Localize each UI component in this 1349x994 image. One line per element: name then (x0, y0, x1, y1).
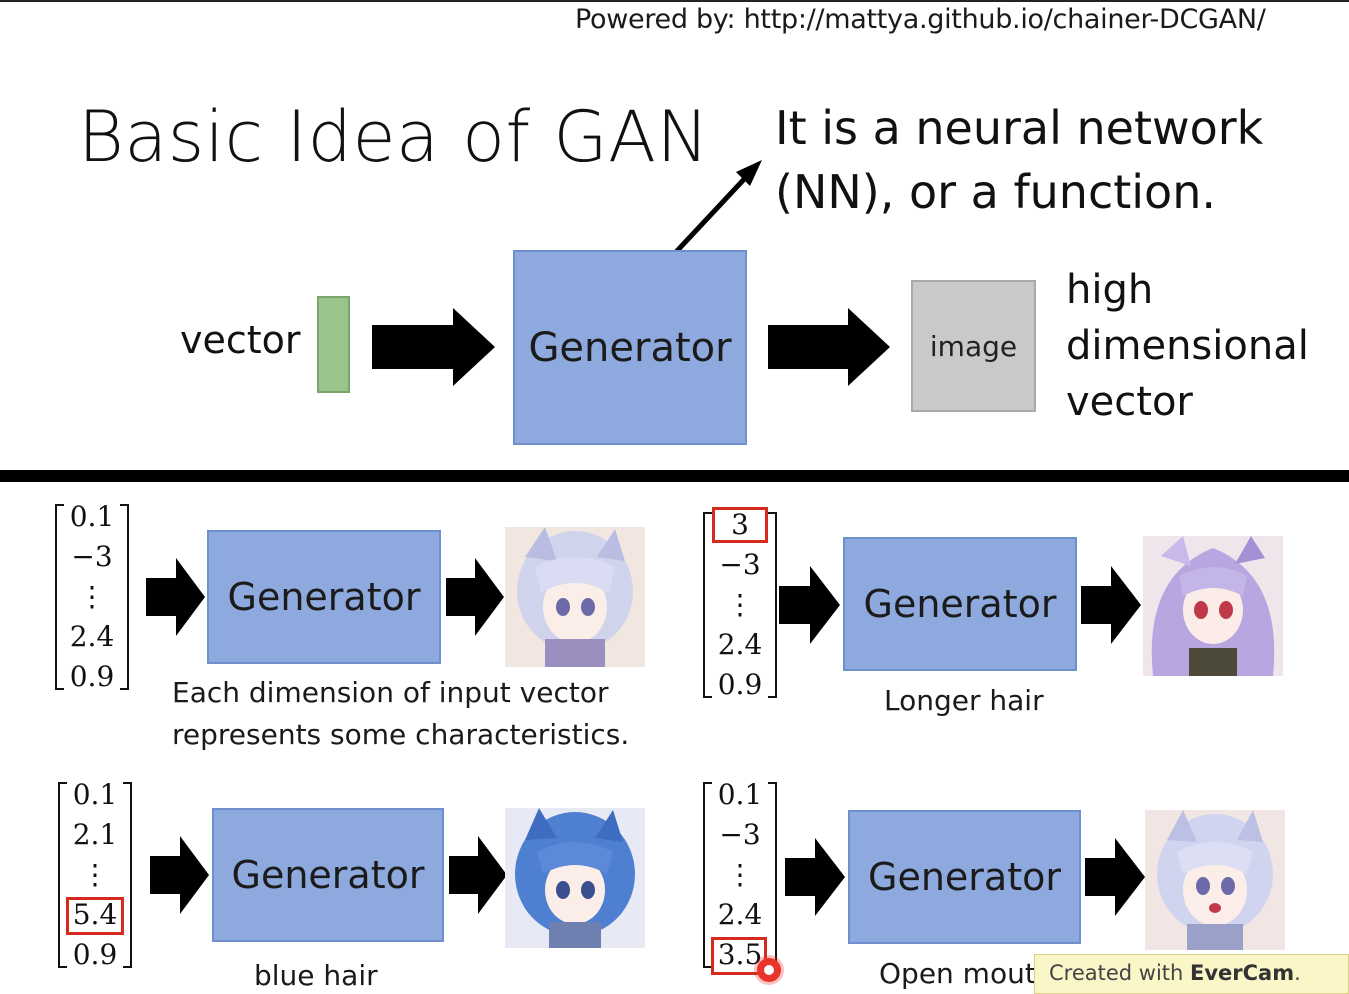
watermark-suffix: . (1294, 961, 1301, 985)
vector-ellipsis: ⋮ (726, 858, 754, 891)
caption-1-line-1: Each dimension of input vector (172, 676, 609, 709)
pointer-cursor-icon (757, 958, 781, 982)
arrow-2a (779, 566, 840, 644)
generator-to-image-arrow (768, 308, 890, 386)
input-vector-matrix-1: 0.1 −3 ⋮ 2.4 0.9 (55, 500, 129, 693)
generator-box-2: Generator (843, 537, 1077, 671)
arrow-1a (146, 558, 205, 636)
nn-annotation-line-1: It is a neural network (775, 101, 1264, 155)
vector-ellipsis: ⋮ (81, 858, 109, 891)
generated-image-1 (505, 527, 645, 667)
highlight-box (712, 507, 768, 543)
vector-value: 5.4 (72, 898, 118, 931)
vector-value: −3 (719, 548, 761, 581)
vector-value: 0.9 (717, 668, 763, 701)
arrow-1b (446, 558, 504, 636)
evercam-watermark: Created with EverCam. (1034, 954, 1349, 994)
output-description-line-2: dimensional (1066, 323, 1309, 369)
input-vector-matrix-4: 0.1 −3 ⋮ 2.4 3.5 (703, 778, 777, 975)
caption-2: Longer hair (884, 684, 1044, 717)
input-vector-matrix-2: 3 −3 ⋮ 2.4 0.9 (703, 507, 777, 701)
highlight-box (711, 937, 767, 975)
bracket-left (703, 512, 712, 698)
caption-3: blue hair (254, 959, 378, 992)
bracket-left (703, 782, 712, 968)
vector-value: 0.1 (69, 500, 115, 533)
vector-ellipsis: ⋮ (726, 588, 754, 621)
caption-1-line-2: represents some characteristics. (172, 718, 630, 751)
generator-box-1: Generator (207, 530, 441, 664)
vector-value: 0.9 (72, 938, 118, 971)
arrow-4a (785, 838, 845, 916)
vector-value: −3 (71, 540, 113, 573)
arrow-3a (150, 836, 209, 914)
bracket-left (58, 782, 67, 968)
generator-box-3: Generator (212, 808, 444, 942)
bracket-left (55, 504, 64, 690)
output-image-box: image (911, 280, 1036, 412)
generator-box-main: Generator (513, 250, 747, 445)
vector-value: 3.5 (717, 938, 763, 971)
powered-by-link[interactable]: Powered by: http://mattya.github.io/chai… (575, 4, 1266, 35)
vector-value: 0.1 (72, 778, 118, 811)
highlight-box (66, 897, 124, 935)
vector-ellipsis: ⋮ (78, 580, 106, 613)
input-vector-matrix-3: 0.1 2.1 ⋮ 5.4 0.9 (58, 778, 132, 971)
watermark-brand: EverCam (1190, 961, 1295, 985)
caption-4: Open mout (879, 957, 1036, 990)
vector-value: 0.1 (717, 778, 763, 811)
watermark-prefix: Created with (1049, 961, 1191, 985)
top-border-line (0, 0, 1349, 2)
vector-to-generator-arrow (372, 308, 495, 386)
nn-annotation-line-2: (NN), or a function. (775, 165, 1216, 219)
generated-image-2 (1143, 536, 1283, 676)
arrow-2b (1081, 566, 1141, 644)
generated-image-4 (1145, 810, 1285, 950)
bracket-right (123, 782, 132, 968)
vector-value: 2.4 (69, 620, 115, 653)
vector-value: 2.4 (717, 628, 763, 661)
generator-box-4: Generator (848, 810, 1081, 944)
bracket-right (768, 512, 777, 698)
vector-value: 2.1 (72, 818, 118, 851)
vector-value: 0.9 (69, 660, 115, 693)
caption-1: Each dimension of input vector represent… (172, 672, 629, 756)
section-divider (0, 470, 1349, 482)
nn-annotation: It is a neural network (NN), or a functi… (775, 96, 1263, 224)
arrow-3b (449, 836, 507, 914)
generated-image-3 (505, 808, 645, 948)
output-description-line-3: vector (1066, 379, 1193, 425)
vector-value: 2.4 (717, 898, 763, 931)
vector-value: −3 (719, 818, 761, 851)
input-vector-shape (317, 296, 350, 393)
slide-title: Basic Idea of GAN (78, 96, 710, 178)
vector-label: vector (180, 318, 301, 362)
output-description: high dimensional vector (1066, 262, 1309, 430)
bracket-right (120, 504, 129, 690)
vector-value: 3 (731, 508, 749, 541)
arrow-4b (1085, 838, 1145, 916)
output-description-line-1: high (1066, 267, 1154, 313)
